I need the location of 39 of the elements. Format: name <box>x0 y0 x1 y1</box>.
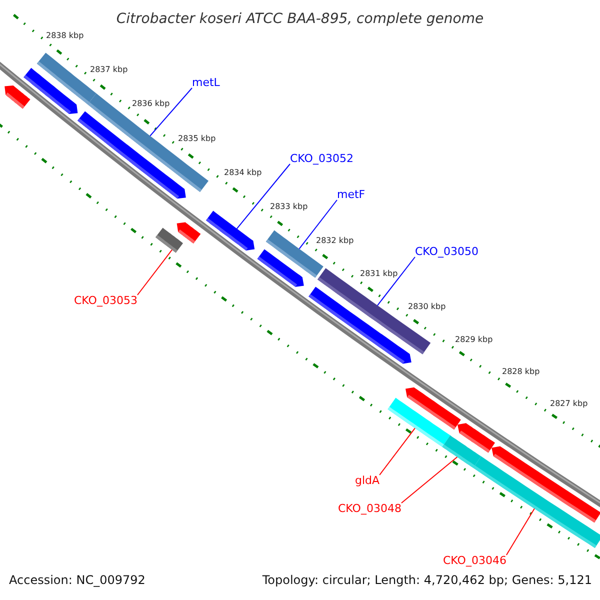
leader-line <box>379 428 416 476</box>
gene-block <box>176 222 201 244</box>
leader-line <box>298 200 338 250</box>
leader-line <box>400 456 458 504</box>
gene-label: CKO_03053 <box>74 295 138 306</box>
scale-label: 2835 kbp <box>178 135 216 143</box>
leader-line <box>236 164 290 230</box>
scale-label: 2830 kbp <box>408 303 446 311</box>
gene-label: metF <box>337 189 366 200</box>
leader-line <box>150 88 192 136</box>
gene-block <box>156 228 183 253</box>
scale-label: 2827 kbp <box>550 400 588 408</box>
scale-label: 2838 kbp <box>46 32 84 40</box>
title: Citrobacter koseri ATCC BAA-895, complete genome <box>115 10 485 29</box>
gene-block <box>206 210 255 250</box>
gene-label: CKO_03052 <box>290 153 354 164</box>
scale-label: 2828 kbp <box>502 368 540 376</box>
gene-label: CKO_03050 <box>415 246 478 257</box>
gene-block <box>257 249 304 287</box>
gene-label: CKO_03046 <box>443 555 506 566</box>
gene-block <box>473 456 600 548</box>
scale-label: 2836 kbp <box>132 100 170 108</box>
footer-text: Accession: NC_009792 <box>9 574 146 586</box>
gene-block <box>4 86 30 109</box>
scale-label: 2837 kbp <box>90 66 128 74</box>
scale-label: 2832 kbp <box>316 237 354 245</box>
leader-line <box>506 508 535 556</box>
leader-line <box>376 256 416 306</box>
gene-label: metL <box>192 77 220 88</box>
gene-block <box>388 398 450 447</box>
scale-label: 2834 kbp <box>224 169 262 177</box>
scale-label: 2829 kbp <box>455 336 493 344</box>
gene-block <box>442 435 482 468</box>
gene-label: gldA <box>355 475 380 486</box>
footer-text: Topology: circular; Length: 4,720,462 bp; Genes: 5,121 <box>262 574 592 586</box>
gene-block <box>24 68 78 114</box>
gene-label: CKO_03048 <box>338 503 402 514</box>
scale-label: 2831 kbp <box>360 270 398 278</box>
scale-label: 2833 kbp <box>270 203 308 211</box>
